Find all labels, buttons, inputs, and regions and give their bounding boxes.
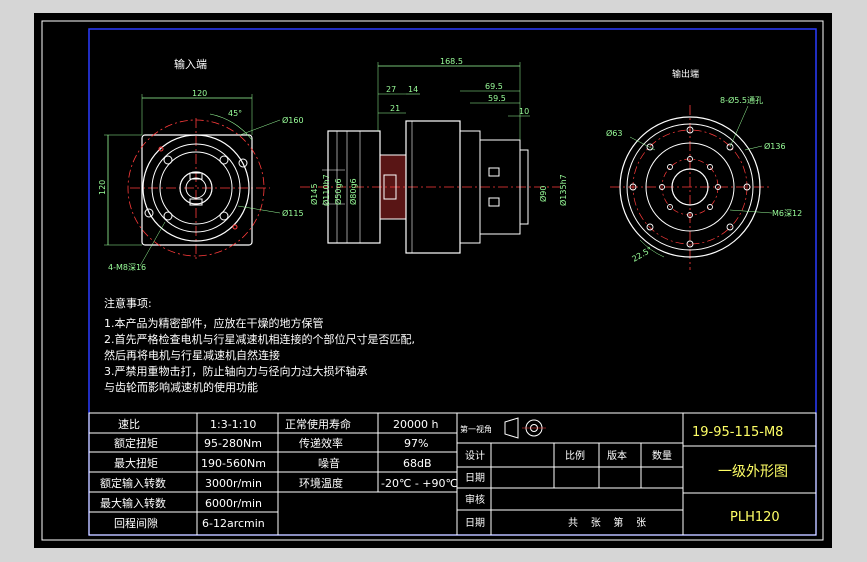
title-block [456, 412, 817, 536]
side-dim-135h7: Ø135h7 [558, 174, 568, 206]
inner-frame [88, 28, 817, 536]
spec-label: 额定扭矩 [114, 436, 158, 450]
side-dim-110h7: Ø110h7 [321, 174, 331, 206]
input-height-dim: 120 [98, 180, 107, 195]
side-dim-80g6: Ø80g6 [348, 178, 358, 205]
quantity-label: 数量 [652, 449, 672, 462]
output-d136-dim: Ø136 [764, 141, 786, 151]
side-dim-59-5: 59.5 [488, 94, 506, 103]
spec-value: 20000 h [393, 418, 438, 431]
spec-label: 额定输入转数 [100, 476, 166, 490]
design-label: 设计 [465, 449, 485, 462]
date-label-2: 日期 [465, 517, 485, 529]
note-line-4: 3.严禁用重物击打，防止轴向力与径向力过大损坏轴承 [104, 364, 368, 378]
drawing-title: 一级外形图 [718, 464, 788, 480]
output-holes-a-dim: 8-Ø5.5通孔 [720, 95, 763, 105]
side-dim-69-5: 69.5 [485, 82, 503, 91]
spec-label: 传递效率 [299, 436, 343, 450]
model-number: PLH120 [730, 510, 780, 525]
spec-label: 正常使用寿命 [285, 417, 351, 431]
notes-block: 注意事项: 1.本产品为精密部件，应放在干燥的地方保管 2.首先严格检查电机与行… [104, 296, 415, 394]
side-overall-dim: 168.5 [440, 57, 463, 66]
spec-label: 回程间隙 [114, 516, 158, 530]
date-label: 日期 [465, 472, 485, 484]
drawing-sheet [34, 13, 832, 548]
version-label: 版本 [607, 449, 627, 462]
spec-label: 环境温度 [299, 476, 343, 490]
spec-label: 最大扭矩 [114, 456, 158, 470]
note-line-1: 1.本产品为精密部件，应放在干燥的地方保管 [104, 316, 324, 330]
output-holes-b-dim: M6深12 [772, 209, 802, 218]
spec-value: 1:3-1:10 [210, 418, 256, 431]
side-view: 168.5 27 14 21 69.5 59.5 10 Ø145 Ø110h7 … [300, 57, 568, 254]
input-holes-dim: 4-M8深16 [108, 263, 146, 272]
spec-value: 190-560Nm [201, 457, 266, 470]
side-dim-10: 10 [519, 107, 529, 116]
spec-value: 68dB [403, 457, 432, 470]
output-end-view: 输出端 8-Ø5.5通孔 Ø63 Ø136 M6深12 22.5° [606, 68, 802, 270]
input-end-view: 输入端 120 120 45° Ø160 [98, 57, 304, 272]
drawing-number: 19-95-115-M8 [692, 425, 783, 440]
note-line-5: 与齿轮而影响减速机的使用功能 [104, 380, 258, 394]
spec-value: -20℃ - +90℃ [381, 477, 458, 490]
output-view-title: 输出端 [672, 68, 699, 80]
side-dim-27: 27 [386, 85, 396, 94]
projection-label: 第一视角 [460, 424, 492, 434]
ratio-label: 比例 [565, 449, 585, 462]
spec-value: 6000r/min [205, 497, 262, 510]
projection-symbol [504, 417, 546, 439]
output-d63-dim: Ø63 [606, 128, 622, 138]
input-view-title: 输入端 [174, 57, 207, 71]
side-dim-90: Ø90 [538, 186, 548, 202]
sheets-text: 共 张 第 张 [568, 516, 646, 529]
spec-value: 3000r/min [205, 477, 262, 490]
side-dim-21: 21 [390, 104, 400, 113]
output-angle-dim: 22.5° [631, 245, 654, 264]
input-angle-dim: 45° [228, 109, 242, 118]
review-label: 审核 [465, 493, 485, 506]
side-dim-145: Ø145 [309, 183, 319, 205]
spec-value: 97% [404, 437, 428, 450]
input-circle-inner-dim: Ø115 [282, 208, 304, 218]
spec-label: 速比 [118, 418, 140, 431]
note-line-2: 2.首先严格检查电机与行星减速机相连接的个部位尺寸是否匹配, [104, 332, 415, 346]
spec-value: 6-12arcmin [202, 517, 265, 530]
input-circle-outer-dim: Ø160 [282, 115, 304, 125]
spec-table [88, 412, 458, 536]
outer-border [41, 20, 824, 541]
notes-heading: 注意事项: [104, 296, 152, 310]
spec-value: 95-280Nm [204, 437, 262, 450]
side-dim-14: 14 [408, 85, 418, 94]
note-line-3: 然后再将电机与行星减速机自然连接 [104, 348, 280, 362]
input-width-dim: 120 [192, 89, 207, 98]
side-dim-50g6: Ø50g6 [333, 178, 343, 205]
spec-label: 最大输入转数 [100, 496, 166, 510]
title-block-text: 第一视角 设计 日期 审核 日期 比例 版本 数量 共 张 第 张 19-95-… [460, 417, 788, 529]
spec-table-text: 速比 1:3-1:10 正常使用寿命 20000 h 额定扭矩 95-280Nm… [100, 417, 458, 530]
spec-label: 噪音 [318, 456, 340, 470]
